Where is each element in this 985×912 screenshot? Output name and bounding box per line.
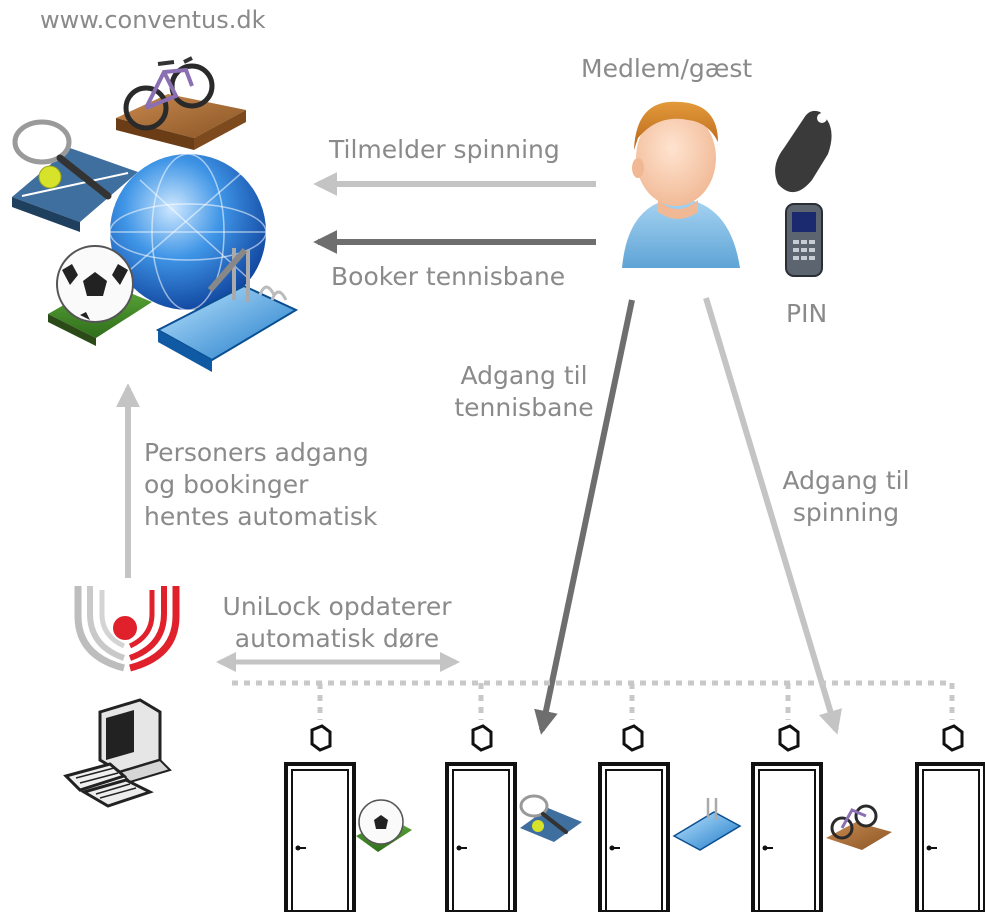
door-lock-icon xyxy=(310,724,332,752)
football-field-icon xyxy=(48,245,152,346)
tennis-access-arrow xyxy=(534,299,635,735)
computer-icon xyxy=(63,698,172,808)
unilock-update-label: UniLock opdaterer automatisk døre xyxy=(204,591,470,655)
member-guest-label: Medlem/gæst xyxy=(581,54,753,83)
tennis-access-line2: tennisbane xyxy=(454,393,594,422)
signup-spinning-label: Tilmelder spinning xyxy=(329,135,560,164)
pin-label: PIN xyxy=(786,299,828,328)
swimming-pool-icon xyxy=(672,798,742,851)
fetch-data-line2: og bookinger xyxy=(144,470,309,499)
door-tennis xyxy=(445,724,582,912)
swimming-pool-icon xyxy=(155,248,299,372)
book-tennis-label: Booker tennisbane xyxy=(331,262,566,291)
unilock-update-line2: automatisk døre xyxy=(234,624,440,653)
tennis-access-line1: Adgang til xyxy=(460,361,588,390)
fetch-data-label: Personers adgang og bookinger hentes aut… xyxy=(144,437,377,533)
tennis-icon xyxy=(519,794,582,842)
spinning-access-line1: Adgang til xyxy=(782,466,910,495)
door-cycling xyxy=(751,724,892,912)
fetch-data-line1: Personers adgang xyxy=(144,438,369,467)
conventus-web-cluster-icon xyxy=(12,56,299,372)
fetch-data-line3: hentes automatisk xyxy=(144,502,378,531)
door-lock-icon xyxy=(471,724,493,752)
door-football xyxy=(284,724,412,912)
bicycle-icon xyxy=(826,804,892,850)
door-plain xyxy=(915,724,985,912)
spinning-access-label: Adgang til spinning xyxy=(770,465,922,529)
key-fob-tag-icon xyxy=(775,110,832,193)
unilock-logo-icon xyxy=(74,586,180,672)
member-avatar-icon xyxy=(622,101,740,268)
football-icon xyxy=(356,799,412,852)
door-network-bus xyxy=(232,680,955,720)
tennis-access-label: Adgang til tennisbane xyxy=(446,360,602,424)
door-lock-icon xyxy=(778,724,800,752)
mobile-phone-icon xyxy=(785,203,823,277)
site-url-label: www.conventus.dk xyxy=(40,6,266,34)
bicycle-icon xyxy=(116,56,246,150)
door-swimming-pool xyxy=(598,724,742,912)
door-lock-icon xyxy=(942,724,964,752)
unilock-update-line1: UniLock opdaterer xyxy=(222,592,452,621)
spinning-access-line2: spinning xyxy=(792,498,900,527)
door-lock-icon xyxy=(622,724,644,752)
spinning-access-arrow xyxy=(703,297,842,735)
tennis-court-icon xyxy=(12,119,138,232)
